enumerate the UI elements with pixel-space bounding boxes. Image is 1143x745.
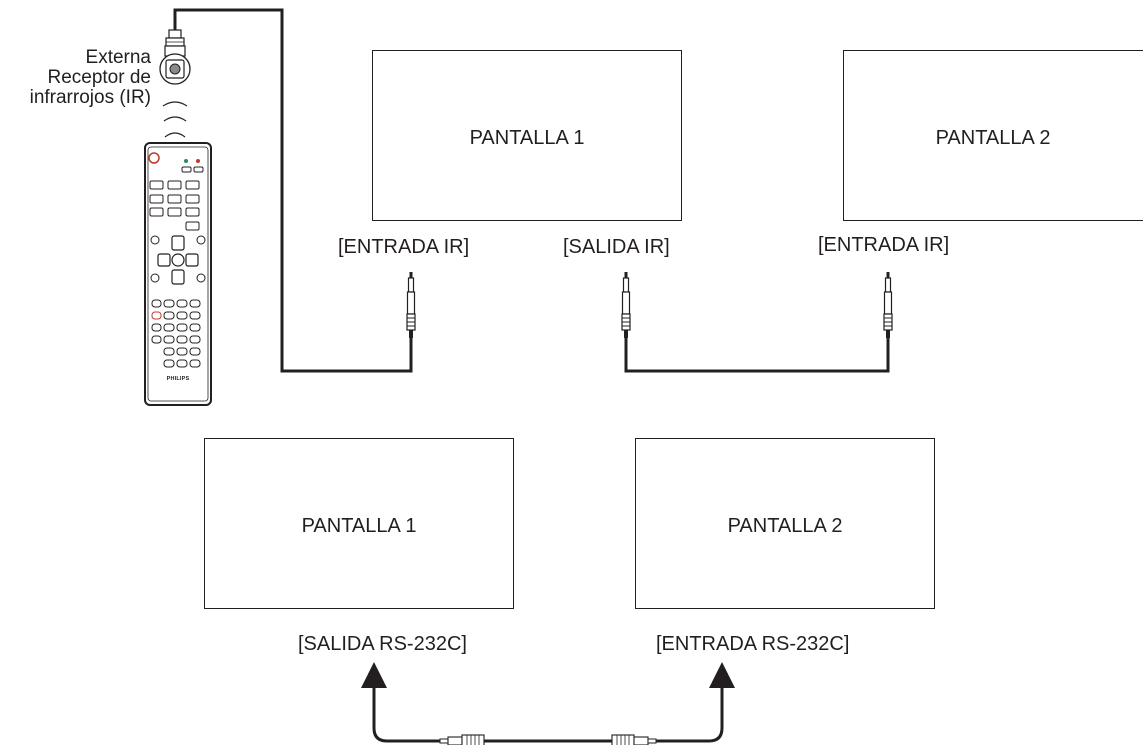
- top-port-ir-in-2: [ENTRADA IR]: [818, 234, 950, 256]
- remote-button-extra: [185, 221, 200, 231]
- remote-keypad-button: [163, 347, 175, 356]
- arrow-up-left-icon: [361, 662, 387, 688]
- remote-side-button: [151, 323, 162, 332]
- remote-button-0-2: [185, 180, 200, 190]
- remote-keypad-button: [163, 323, 175, 332]
- bottom-display-1-label: PANTALLA 1: [301, 515, 417, 537]
- rs232c-plug-left-icon: [439, 734, 485, 745]
- remote-button-2-0: [149, 207, 164, 217]
- audio-jack-ir-in-2: [883, 272, 893, 338]
- bottom-display-2-label: PANTALLA 2: [727, 515, 843, 537]
- ir-signal-icon: [162, 101, 188, 138]
- ir-daisy-chain-cable: [624, 338, 890, 373]
- remote-keypad-button: [176, 299, 188, 308]
- audio-jack-ir-out-1: [621, 272, 631, 338]
- remote-button-0-0: [149, 180, 164, 190]
- remote-side-button: [151, 335, 162, 344]
- top-display-1-label: PANTALLA 1: [469, 127, 585, 149]
- bottom-port-rs232c-out-1: [SALIDA RS-232C]: [298, 633, 467, 655]
- audio-jack-ir-in-1: [406, 272, 416, 338]
- top-port-ir-out-1: [SALIDA IR]: [563, 236, 670, 258]
- remote-button-1-1: [167, 194, 182, 204]
- bottom-display-1: PANTALLA 1: [204, 438, 514, 609]
- top-port-ir-in-1: [ENTRADA IR]: [338, 236, 470, 258]
- remote-control-icon: [144, 142, 212, 406]
- remote-keypad-button: [176, 323, 188, 332]
- bottom-display-2: PANTALLA 2: [635, 438, 935, 609]
- remote-side-button: [151, 299, 162, 308]
- rs232c-cable: [361, 662, 735, 745]
- remote-side-button: [151, 311, 162, 320]
- remote-keypad-button: [189, 359, 201, 368]
- remote-keypad-button: [176, 311, 188, 320]
- top-display-2-label: PANTALLA 2: [935, 127, 1051, 149]
- remote-keypad-button: [176, 335, 188, 344]
- remote-button-2-1: [167, 207, 182, 217]
- remote-button-1-2: [185, 194, 200, 204]
- remote-keypad-button: [189, 323, 201, 332]
- ir-receiver-cable: [173, 8, 413, 373]
- remote-button-2-2: [185, 207, 200, 217]
- top-display-2: PANTALLA 2: [843, 50, 1143, 221]
- remote-button-0-1: [167, 180, 182, 190]
- remote-keypad-button: [163, 311, 175, 320]
- ir-receiver-label: Externa Receptor de infrarrojos (IR): [30, 48, 151, 108]
- remote-keypad-button: [176, 347, 188, 356]
- remote-brand-label: PHILIPS: [166, 376, 190, 382]
- arrow-up-right-icon: [709, 662, 735, 688]
- remote-keypad-button: [176, 359, 188, 368]
- ir-receiver-icon: [159, 29, 191, 85]
- rs232c-plug-right-icon: [611, 734, 682, 745]
- ir-receiver-label-line-3: infrarrojos (IR): [29, 87, 151, 108]
- ir-receiver-label-line-2: Receptor de: [47, 67, 151, 88]
- remote-keypad-button: [189, 311, 201, 320]
- remote-button-1-0: [149, 194, 164, 204]
- remote-keypad-button: [189, 299, 201, 308]
- remote-keypad-button: [189, 335, 201, 344]
- top-display-1: PANTALLA 1: [372, 50, 682, 221]
- remote-keypad-button: [163, 359, 175, 368]
- remote-keypad-button: [189, 347, 201, 356]
- remote-keypad-button: [163, 299, 175, 308]
- bottom-port-rs232c-in-2: [ENTRADA RS-232C]: [656, 633, 850, 655]
- ir-receiver-label-line-1: Externa: [85, 47, 151, 68]
- remote-keypad-button: [163, 335, 175, 344]
